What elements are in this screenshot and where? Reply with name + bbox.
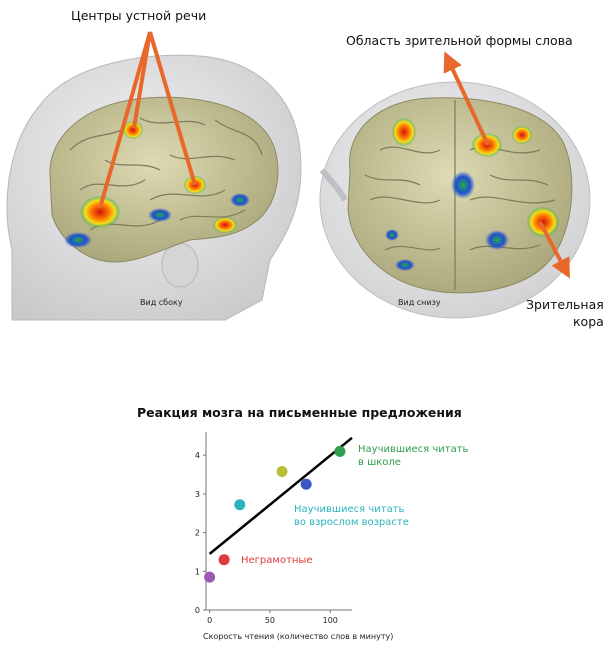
visual-cortex-label-line1: Зрительная xyxy=(526,297,604,312)
data-point-0 xyxy=(204,571,216,583)
chart-annotation-line: Научившиеся читать xyxy=(358,444,469,455)
y-tick-label: 1 xyxy=(195,567,200,576)
data-point-3 xyxy=(276,465,288,477)
bottom-view-brain xyxy=(347,97,573,294)
visual-cortex-label-line2: кора xyxy=(573,314,604,329)
trend-line xyxy=(208,436,353,555)
side-view-brain xyxy=(49,96,279,263)
chart-annotation-line: Неграмотные xyxy=(241,555,313,566)
chart-annotation-line: в школе xyxy=(358,457,401,468)
arrow-speech-mid xyxy=(132,31,152,129)
bottom-view-label: Вид снизу xyxy=(398,298,441,307)
side-view-label: Вид сбоку xyxy=(140,298,183,307)
brain-illustration-svg xyxy=(6,31,591,321)
arrow-speech-left xyxy=(98,31,152,209)
chart-annotation-0: Научившиеся читать в школе xyxy=(358,443,468,469)
annotation-arrows xyxy=(98,31,570,279)
x-tick-label: 50 xyxy=(265,616,275,625)
chart-title: Реакция мозга на письменные предложения xyxy=(137,405,462,420)
y-tick-label: 4 xyxy=(195,451,200,460)
arrow-visual-cortex xyxy=(538,221,570,279)
y-tick-label: 3 xyxy=(195,490,200,499)
data-point-5 xyxy=(334,445,346,457)
x-tick-label: 0 xyxy=(207,616,212,625)
data-point-1 xyxy=(218,554,230,566)
top-illustration xyxy=(6,31,591,321)
chart-annotation-1: Научившиеся читать во взрослом возрасте xyxy=(294,503,409,529)
chart-annotation-2: Неграмотные xyxy=(241,554,312,567)
x-axis-label: Скорость чтения (количество слов в минут… xyxy=(203,632,394,641)
arrow-visual-word-form xyxy=(443,51,490,146)
visual-word-form-label: Область зрительной формы слова xyxy=(346,33,573,48)
scatter-chart: 0 1 2 3 4 0 50 100 xyxy=(195,432,353,625)
x-tick-label: 100 xyxy=(323,616,338,625)
data-point-4 xyxy=(300,478,312,490)
y-tick-label: 0 xyxy=(195,606,200,615)
data-point-2 xyxy=(234,499,246,511)
chart-annotation-line: во взрослом возрасте xyxy=(294,517,409,528)
y-tick-label: 2 xyxy=(195,529,200,538)
speech-centers-label: Центры устной речи xyxy=(71,8,207,23)
chart-annotation-line: Научившиеся читать xyxy=(294,504,405,515)
arrow-speech-right xyxy=(148,31,197,186)
